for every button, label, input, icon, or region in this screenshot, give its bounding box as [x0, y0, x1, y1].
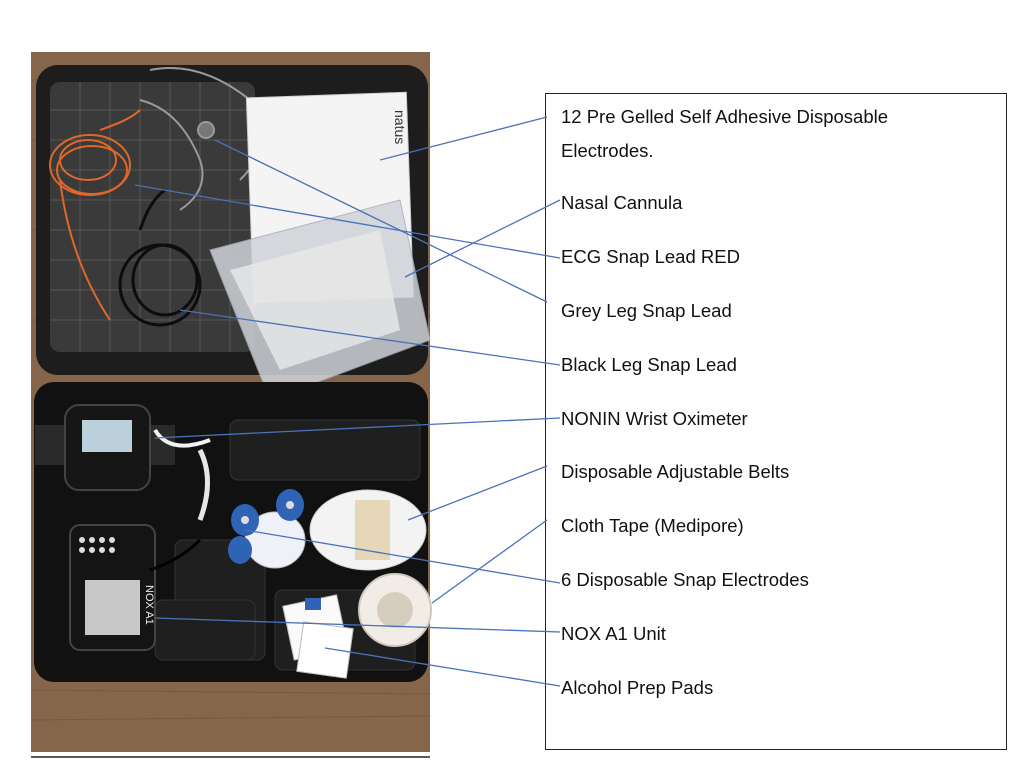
label-black-leg-snap-lead: Black Leg Snap Lead	[561, 354, 737, 375]
label-ecg-snap-lead-red: ECG Snap Lead RED	[561, 246, 740, 267]
packet-brand-text: natus	[392, 110, 408, 144]
label-alcohol-prep-pads: Alcohol Prep Pads	[561, 677, 714, 698]
label-pre-gelled-electrodes: 12 Pre Gelled Self Adhesive Disposable E…	[561, 106, 889, 161]
nox-label-text: NOX A1	[143, 585, 155, 625]
label-disposable-adjustable-belts: Disposable Adjustable Belts	[561, 461, 790, 482]
mesh-pattern	[50, 82, 255, 352]
nonin-oximeter	[35, 404, 211, 521]
label-nasal-cannula: Nasal Cannula	[561, 192, 683, 213]
orange-ecg-lead	[49, 109, 141, 321]
label-nox-a1-unit: NOX A1 Unit	[561, 623, 666, 644]
legend-box	[545, 93, 1007, 750]
cloth-tape	[358, 573, 432, 647]
label-snap-electrodes: 6 Disposable Snap Electrodes	[561, 569, 809, 590]
adjustable-belts	[309, 489, 427, 571]
label-grey-leg-snap-lead: Grey Leg Snap Lead	[561, 300, 732, 321]
keypad	[79, 537, 115, 553]
label-cloth-tape: Cloth Tape (Medipore)	[561, 515, 744, 536]
nox-a1-device: NOX A1	[69, 524, 202, 651]
label-nonin-wrist-oximeter: NONIN Wrist Oximeter	[561, 408, 748, 429]
